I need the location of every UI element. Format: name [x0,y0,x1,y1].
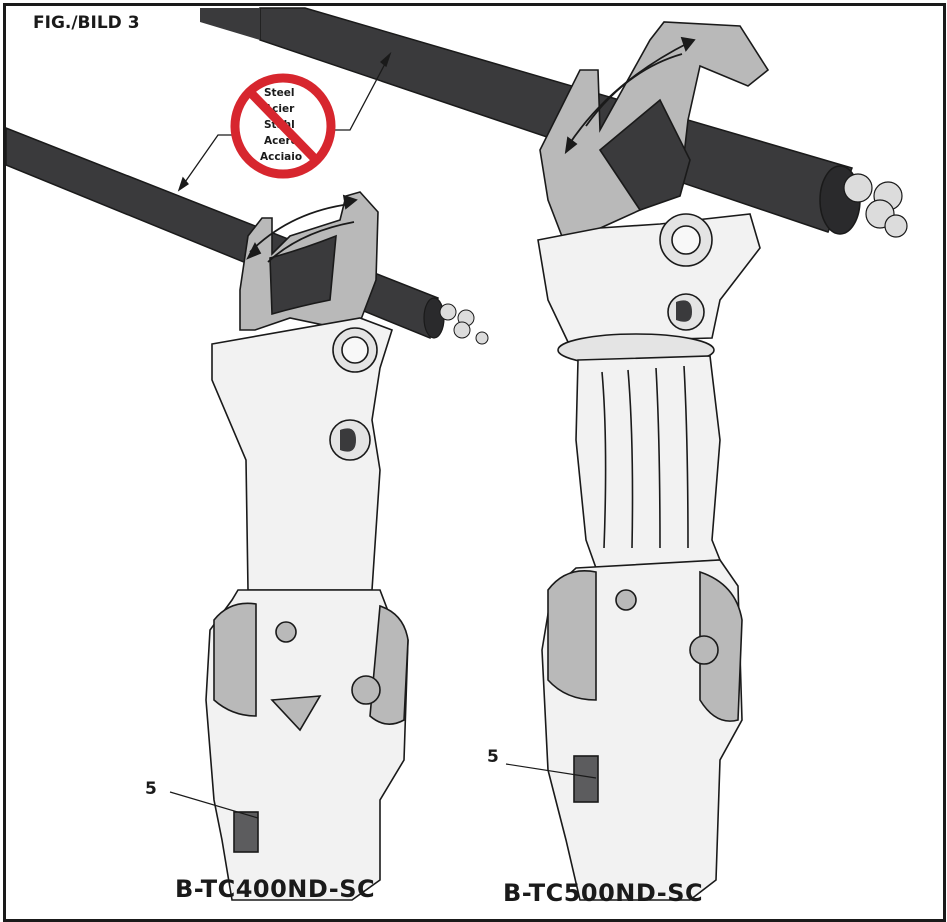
sign-material-acciaio: Acciaio [260,151,302,163]
sign-leader-lines [177,51,392,192]
no-steel-sign: Steel Acier Stahl Acero Acciaio [230,73,336,179]
callout-leader-left [169,791,259,819]
sign-material-steel: Steel [264,87,294,99]
callout-leader-right [505,763,597,779]
model-label-right: B-TC500ND-SC [503,879,704,907]
rotation-arrows-left [246,194,358,263]
figure-label: FIG./BILD 3 [33,13,140,33]
model-label-left: B-TC400ND-SC [175,875,376,903]
callout-number-left: 5 [145,779,157,799]
rotation-arrows-right [564,36,696,155]
tool-b-tc500nd-sc [537,21,770,901]
callout-number-right: 5 [487,747,499,767]
tool-b-tc400nd-sc [205,191,409,901]
